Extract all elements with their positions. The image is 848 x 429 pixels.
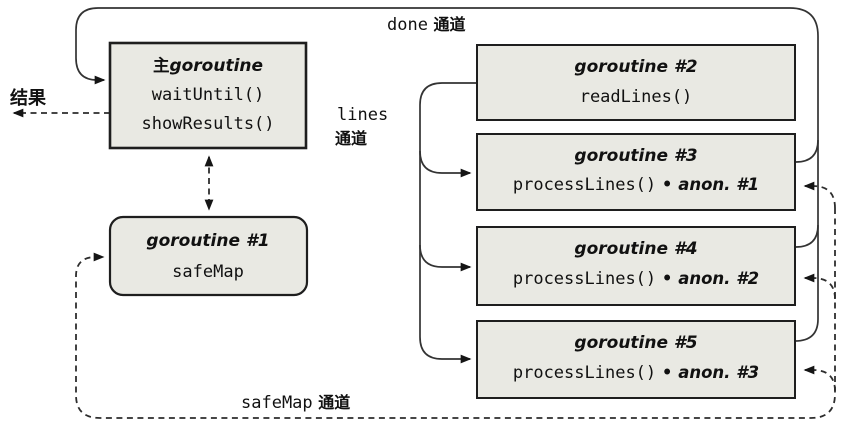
goroutine1-box bbox=[108, 215, 309, 297]
goroutine4-title: goroutine #4 bbox=[574, 239, 697, 259]
main-goroutine-box bbox=[108, 41, 308, 150]
goroutine3-title: goroutine #3 bbox=[574, 146, 697, 166]
goroutine4-code: processLines() • anon. #2 bbox=[513, 269, 759, 289]
goroutine2-title: goroutine #2 bbox=[574, 57, 697, 77]
goroutine5-code: processLines() • anon. #3 bbox=[513, 363, 759, 383]
main-goroutine-code-2: showResults() bbox=[141, 114, 274, 134]
safemap-channel-hook-goroutine4 bbox=[803, 273, 836, 300]
done-channel-label: done 通道 bbox=[387, 15, 466, 35]
safemap-channel-label: safeMap 通道 bbox=[241, 393, 350, 413]
goroutine2-box bbox=[476, 44, 796, 121]
goroutine2-code: readLines() bbox=[580, 87, 693, 107]
goroutine3-code: processLines() • anon. #1 bbox=[513, 175, 759, 195]
goroutine4-box bbox=[476, 226, 796, 306]
goroutine5-title: goroutine #5 bbox=[574, 333, 697, 353]
lines-channel-line bbox=[419, 82, 477, 364]
safemap-channel-line bbox=[75, 208, 836, 419]
lines-channel-label-cjk: 通道 bbox=[335, 129, 367, 148]
safemap-channel-hook-goroutine3 bbox=[803, 181, 836, 209]
result-label: 结果 bbox=[10, 87, 47, 109]
lines-channel-branch-goroutine3 bbox=[419, 150, 472, 178]
main-goroutine-code-1: waitUntil() bbox=[152, 85, 265, 105]
lines-channel-label: lines bbox=[337, 105, 388, 125]
done-channel-branch-goroutine3 bbox=[795, 139, 819, 163]
safemap-channel-hook-goroutine5 bbox=[803, 365, 836, 392]
goroutine1-title: goroutine #1 bbox=[146, 231, 269, 251]
done-channel-branch-goroutine4 bbox=[795, 224, 819, 248]
done-channel-line bbox=[75, 7, 819, 342]
main-goroutine-title: 主goroutine bbox=[153, 55, 263, 76]
goroutine3-box bbox=[476, 133, 796, 211]
goroutine5-box bbox=[476, 320, 796, 399]
goroutine1-code: safeMap bbox=[172, 262, 244, 282]
lines-channel-branch-goroutine4 bbox=[419, 244, 472, 272]
